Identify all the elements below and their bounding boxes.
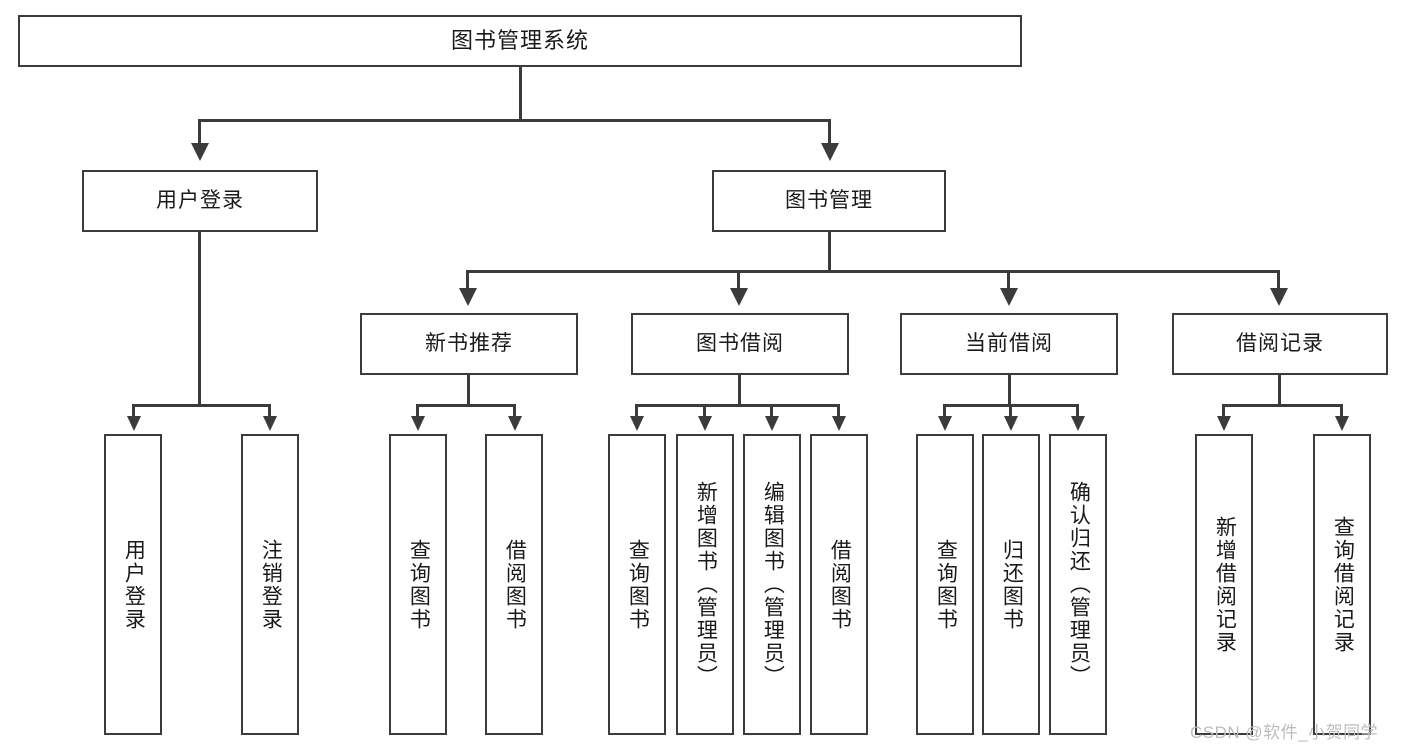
arrow-bookmgmt-to-record — [1270, 288, 1288, 306]
leaf-user-login-logout[interactable]: 注销登录 — [241, 434, 299, 735]
connector-newbook-stem — [467, 375, 470, 406]
leaf-label: 查询图书 — [934, 538, 958, 631]
connector-root-stem — [519, 67, 522, 121]
arrow-borrow-leaf3 — [765, 416, 779, 431]
leaf-label: 归还图书 — [1000, 538, 1024, 631]
leaf-borrow-borrow-book[interactable]: 借阅图书 — [810, 434, 868, 735]
node-borrow-record[interactable]: 借阅记录 — [1172, 313, 1388, 375]
connector-borrow-bus — [635, 404, 840, 407]
connector-record-leaf1 — [1222, 404, 1225, 418]
arrow-borrow-leaf1 — [630, 416, 644, 431]
node-new-book-recommend[interactable]: 新书推荐 — [360, 313, 578, 375]
arrow-bookmgmt-to-newbook — [459, 288, 477, 306]
node-label: 图书借阅 — [696, 332, 784, 356]
leaf-label: 查询图书 — [626, 538, 650, 631]
connector-root-to-userlogin — [198, 119, 201, 145]
connector-bookmgmt-to-borrow — [737, 270, 740, 290]
leaf-new-book-query[interactable]: 查询图书 — [389, 434, 447, 735]
connector-root-bus — [198, 119, 831, 122]
leaf-current-return-book[interactable]: 归还图书 — [982, 434, 1040, 735]
connector-borrow-leaf2 — [703, 404, 706, 418]
connector-borrow-stem — [738, 375, 741, 406]
node-label: 图书管理系统 — [450, 27, 589, 53]
connector-current-stem — [1008, 375, 1011, 406]
arrow-userlogin-leaf1 — [127, 416, 141, 431]
leaf-label: 新增图书（管理员） — [694, 481, 718, 688]
connector-bookmgmt-to-newbook — [466, 270, 469, 290]
arrow-newbook-leaf2 — [508, 416, 522, 431]
watermark-text: CSDN @软件_小贺同学 — [1190, 723, 1379, 742]
connector-bookmgmt-stem — [828, 232, 831, 272]
leaf-label: 查询图书 — [407, 538, 431, 631]
connector-current-leaf3 — [1076, 404, 1079, 418]
arrow-current-leaf2 — [1004, 416, 1018, 431]
connector-current-leaf2 — [1009, 404, 1012, 418]
connector-bookmgmt-to-current — [1007, 270, 1010, 290]
arrow-record-leaf2 — [1335, 416, 1349, 431]
arrow-borrow-leaf4 — [832, 416, 846, 431]
connector-record-leaf2 — [1340, 404, 1343, 418]
leaf-label: 用户登录 — [122, 538, 146, 631]
leaf-record-query[interactable]: 查询借阅记录 — [1313, 434, 1371, 735]
leaf-borrow-edit-book[interactable]: 编辑图书（管理员） — [743, 434, 801, 735]
node-current-borrow[interactable]: 当前借阅 — [900, 313, 1118, 375]
arrow-record-leaf1 — [1217, 416, 1231, 431]
csdn-watermark: CSDN @软件_小贺同学 — [1190, 718, 1378, 743]
connector-record-bus — [1222, 404, 1342, 407]
arrow-root-to-userlogin — [191, 143, 209, 161]
leaf-record-add[interactable]: 新增借阅记录 — [1195, 434, 1253, 735]
node-label: 图书管理 — [785, 189, 873, 213]
node-book-management[interactable]: 图书管理 — [712, 170, 946, 232]
node-label: 当前借阅 — [965, 332, 1053, 356]
leaf-label: 编辑图书（管理员） — [761, 481, 785, 688]
connector-borrow-leaf4 — [837, 404, 840, 418]
arrow-current-leaf1 — [938, 416, 952, 431]
leaf-label: 借阅图书 — [828, 538, 852, 631]
node-book-borrow[interactable]: 图书借阅 — [631, 313, 849, 375]
arrow-borrow-leaf2 — [698, 416, 712, 431]
connector-current-leaf1 — [943, 404, 946, 418]
leaf-new-book-borrow[interactable]: 借阅图书 — [485, 434, 543, 735]
leaf-borrow-add-book[interactable]: 新增图书（管理员） — [676, 434, 734, 735]
arrow-userlogin-leaf2 — [263, 416, 277, 431]
leaf-current-confirm-return[interactable]: 确认归还（管理员） — [1049, 434, 1107, 735]
leaf-label: 注销登录 — [259, 538, 283, 631]
connector-bookmgmt-to-record — [1277, 270, 1280, 290]
connector-newbook-leaf1 — [416, 404, 419, 418]
leaf-label: 查询借阅记录 — [1331, 515, 1355, 654]
arrow-root-to-bookmgmt — [821, 143, 839, 161]
connector-borrow-leaf1 — [635, 404, 638, 418]
leaf-borrow-query-book[interactable]: 查询图书 — [608, 434, 666, 735]
connector-root-to-bookmgmt — [828, 119, 831, 145]
leaf-label: 确认归还（管理员） — [1067, 481, 1091, 688]
connector-newbook-bus — [416, 404, 516, 407]
connector-newbook-leaf2 — [513, 404, 516, 418]
node-label: 借阅记录 — [1236, 332, 1324, 356]
connector-userlogin-leaf1 — [132, 404, 135, 418]
connector-bookmgmt-bus — [466, 270, 1280, 273]
leaf-label: 新增借阅记录 — [1213, 515, 1237, 654]
node-root-system[interactable]: 图书管理系统 — [18, 15, 1022, 67]
connector-userlogin-leaf2 — [268, 404, 271, 418]
leaf-current-query-book[interactable]: 查询图书 — [916, 434, 974, 735]
leaf-user-login-login[interactable]: 用户登录 — [104, 434, 162, 735]
arrow-newbook-leaf1 — [411, 416, 425, 431]
arrow-bookmgmt-to-borrow — [730, 288, 748, 306]
connector-userlogin-bus — [132, 404, 270, 407]
connector-userlogin-stem — [198, 232, 201, 407]
arrow-bookmgmt-to-current — [1000, 288, 1018, 306]
connector-record-stem — [1278, 375, 1281, 406]
node-user-login[interactable]: 用户登录 — [82, 170, 318, 232]
node-label: 用户登录 — [156, 189, 244, 213]
connector-borrow-leaf3 — [770, 404, 773, 418]
node-label: 新书推荐 — [425, 332, 513, 356]
arrow-current-leaf3 — [1071, 416, 1085, 431]
leaf-label: 借阅图书 — [503, 538, 527, 631]
